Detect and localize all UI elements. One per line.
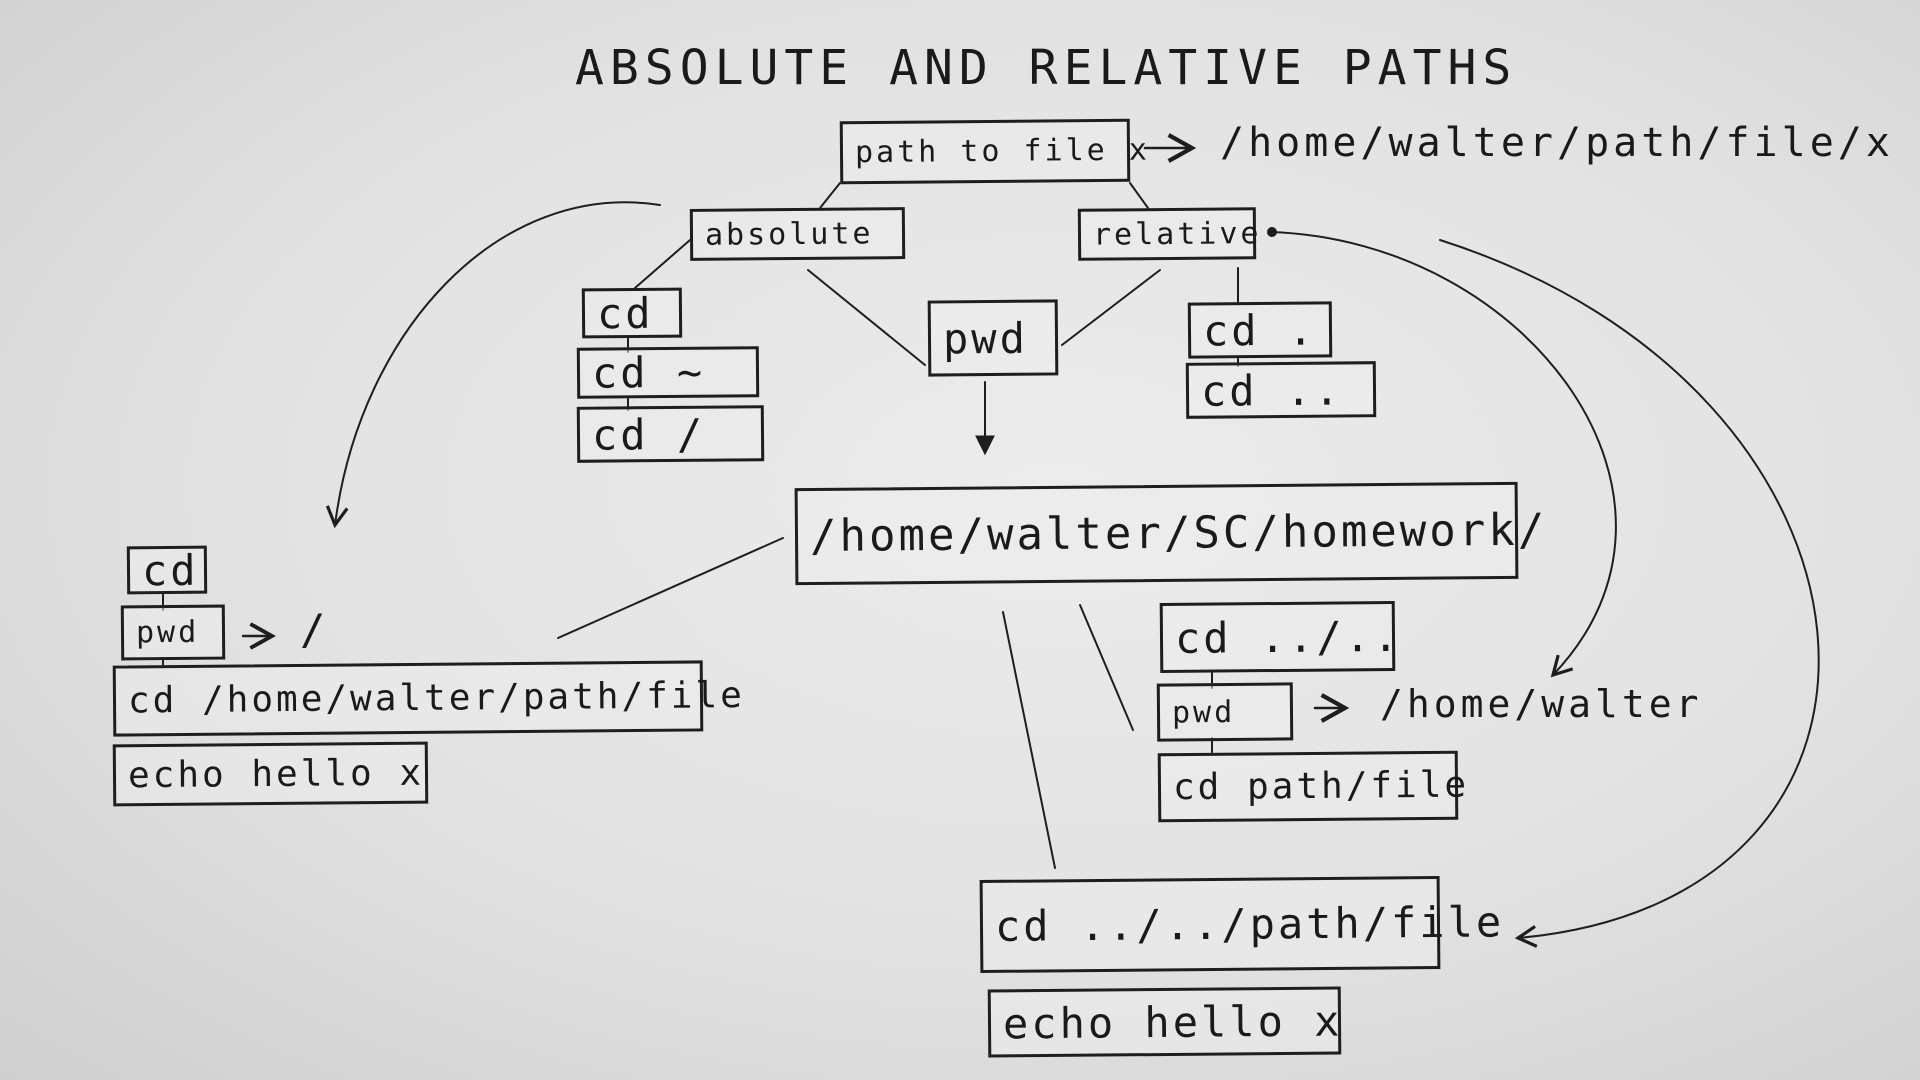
curve-relative-to-example-1 (1269, 231, 1617, 678)
cmd-cd-root: cd / (576, 405, 765, 463)
line-top-to-relative (1129, 182, 1149, 209)
abs-example-pwd-result: / (300, 605, 330, 654)
line-dir-to-absolute-example (557, 537, 784, 639)
rel-example-pwd-result: /home/walter (1380, 682, 1703, 726)
node-pwd: pwd (927, 299, 1059, 377)
abs-example-cd-path: cd /home/walter/path/file (112, 660, 745, 737)
rel-example-2-echo: echo hello x (987, 986, 1343, 1058)
node-relative: relative (1077, 207, 1262, 261)
current-directory: /home/walter/SC/homework/ (794, 481, 1547, 586)
node-absolute: absolute (689, 207, 906, 261)
abs-example-cd: cd (126, 545, 208, 595)
rel-example-2-cd-path: cd ../../path/file (979, 875, 1504, 974)
rel-example-cd-path: cd path/file (1157, 750, 1469, 823)
rel-example-cd-up: cd ../.. (1159, 600, 1402, 674)
abs-example-echo: echo hello x (112, 741, 429, 807)
line-absolute-to-pwd (807, 269, 926, 366)
line-dir-to-relative-example-1 (1079, 604, 1134, 731)
cmd-cd-home: cd ~ (576, 346, 760, 399)
cmd-cd: cd (581, 287, 683, 339)
line-relative-to-pwd (1061, 269, 1161, 346)
diagram-title: ABSOLUTE AND RELATIVE PATHS (575, 40, 1518, 96)
curve-absolute-to-example (325, 201, 661, 529)
cmd-cd-dot: cd . (1187, 301, 1333, 359)
line-absolute-to-cd (634, 239, 691, 289)
cmd-cd-dotdot: cd .. (1185, 361, 1377, 419)
relative-dot (1267, 227, 1277, 237)
node-path-to-file: path to file x (839, 118, 1150, 185)
line-dir-to-relative-example-2 (1002, 611, 1056, 869)
result-full-path: /home/walter/path/file/x (1220, 120, 1894, 166)
abs-example-pwd: pwd (120, 604, 226, 661)
curve-relative-to-example-2 (1439, 239, 1820, 948)
rel-example-pwd: pwd (1156, 682, 1294, 742)
line-top-to-absolute (819, 182, 841, 209)
